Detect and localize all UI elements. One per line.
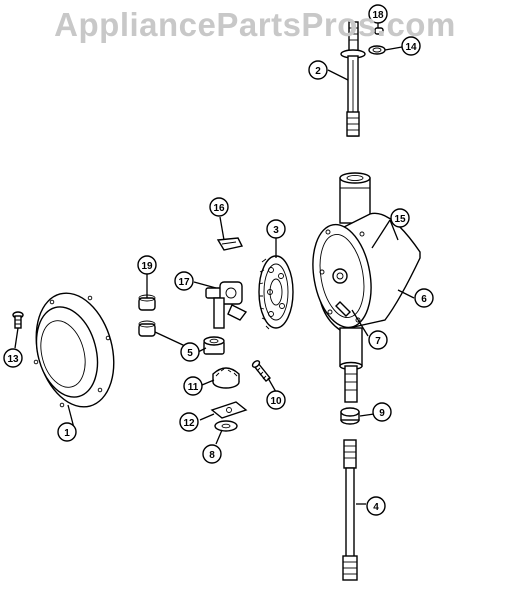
callout-8: 8 (202, 444, 222, 464)
svg-text:4: 4 (373, 502, 379, 513)
svg-text:11: 11 (188, 382, 199, 393)
callout-5: 5 (180, 342, 200, 362)
svg-text:14: 14 (405, 42, 417, 53)
part-bearing (203, 336, 225, 355)
svg-text:17: 17 (178, 277, 190, 288)
callout-9: 9 (372, 402, 392, 422)
callout-11: 11 (183, 376, 203, 396)
callout-16: 16 (209, 197, 229, 217)
callout-17: 17 (174, 271, 194, 291)
svg-text:8: 8 (209, 450, 215, 461)
part-ring (368, 45, 386, 55)
svg-text:9: 9 (379, 408, 385, 419)
svg-text:7: 7 (375, 336, 381, 347)
part-bushing-lower (138, 320, 156, 337)
callout-12: 12 (179, 412, 199, 432)
svg-text:18: 18 (372, 10, 384, 21)
part-retainer (216, 237, 244, 251)
callout-3: 3 (266, 219, 286, 239)
leader-lines (14, 20, 415, 505)
part-upper-shaft (340, 21, 366, 137)
callout-7: 7 (368, 330, 388, 350)
part-washer-plate (210, 401, 248, 419)
watermark: AppliancePartsPros.com (54, 6, 456, 43)
part-lower-shaft (342, 439, 358, 581)
svg-text:5: 5 (187, 348, 193, 359)
callout-1: 1 (57, 422, 77, 442)
part-cover (33, 292, 115, 408)
svg-text:12: 12 (183, 418, 195, 429)
callout-4: 4 (366, 496, 386, 516)
callout-13: 13 (3, 348, 23, 368)
part-seal (340, 407, 360, 425)
svg-text:16: 16 (213, 203, 225, 214)
callout-2: 2 (308, 60, 328, 80)
callout-19: 19 (137, 255, 157, 275)
svg-text:15: 15 (394, 214, 406, 225)
part-gear (258, 255, 294, 330)
svg-text:2: 2 (315, 66, 321, 77)
part-cam-gear (212, 367, 240, 389)
callout-15: 15 (390, 208, 410, 228)
part-washer (214, 420, 238, 432)
svg-text:6: 6 (421, 294, 427, 305)
callout-14: 14 (401, 36, 421, 56)
part-pinion-assembly (205, 281, 248, 329)
svg-text:10: 10 (270, 396, 282, 407)
callout-6: 6 (414, 288, 434, 308)
part-bolt (12, 311, 24, 329)
callout-10: 10 (266, 390, 286, 410)
svg-text:1: 1 (64, 428, 70, 439)
part-bushing-upper (138, 294, 156, 311)
callout-18: 18 (368, 4, 388, 24)
svg-text:19: 19 (141, 261, 153, 272)
svg-text:3: 3 (273, 225, 279, 236)
svg-text:13: 13 (7, 354, 19, 365)
part-screw (251, 360, 271, 382)
part-clip (374, 27, 384, 35)
part-transmission-housing (312, 172, 421, 403)
